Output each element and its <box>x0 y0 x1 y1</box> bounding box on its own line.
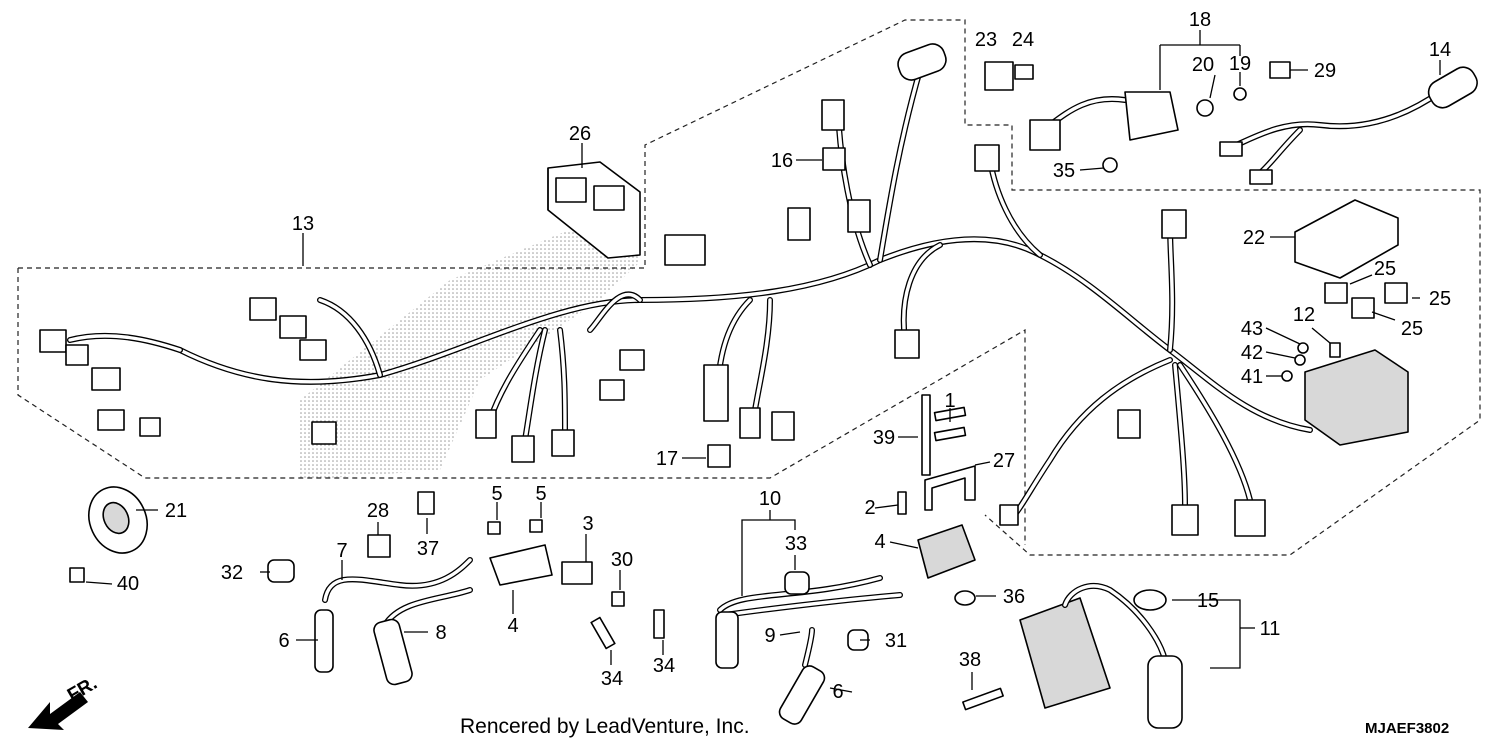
callout-3: 3 <box>582 513 593 535</box>
callout-21: 21 <box>165 500 187 522</box>
callout-20: 20 <box>1192 54 1214 76</box>
front-direction-arrow <box>28 692 88 730</box>
callout-38: 38 <box>959 649 981 671</box>
ignition-parts <box>267 491 903 725</box>
coil-bracket-parts <box>897 394 976 606</box>
callout-4-left: 4 <box>507 615 518 637</box>
callout-32: 32 <box>221 562 243 584</box>
callout-36: 36 <box>1003 586 1025 608</box>
callout-25-right: 25 <box>1429 288 1451 310</box>
callout-13: 13 <box>292 213 314 235</box>
callout-8: 8 <box>435 622 446 644</box>
callout-37: 37 <box>417 538 439 560</box>
callout-5-left: 5 <box>491 483 502 505</box>
callout-12: 12 <box>1293 304 1315 326</box>
callout-17: 17 <box>656 448 678 470</box>
callout-26: 26 <box>569 123 591 145</box>
callout-9: 9 <box>764 625 775 647</box>
callout-10: 10 <box>759 488 781 510</box>
callout-5-right: 5 <box>535 483 546 505</box>
callout-15: 15 <box>1197 590 1219 612</box>
callout-4-center: 4 <box>874 531 885 553</box>
callout-34-left: 34 <box>601 668 623 690</box>
ecu-part <box>547 161 641 259</box>
relay-18-assembly <box>984 61 1291 173</box>
group-boundaries <box>17 19 1481 556</box>
leader-lines <box>85 30 1441 693</box>
callout-27: 27 <box>993 450 1015 472</box>
callout-2: 2 <box>864 497 875 519</box>
render-credit: Rencered by LeadVenture, Inc. <box>460 715 750 738</box>
callout-31: 31 <box>885 630 907 652</box>
regulator-parts <box>962 583 1183 729</box>
main-harness <box>67 67 1313 523</box>
callout-22: 22 <box>1243 227 1265 249</box>
diagram-code: MJAEF3802 <box>1365 720 1449 737</box>
callout-6-left: 6 <box>278 630 289 652</box>
small-relays <box>707 147 846 468</box>
callout-7: 7 <box>336 540 347 562</box>
callout-29: 29 <box>1314 60 1336 82</box>
callout-14: 14 <box>1429 39 1451 61</box>
callout-23: 23 <box>975 29 997 51</box>
callout-34-right: 34 <box>653 655 675 677</box>
callout-24: 24 <box>1012 29 1034 51</box>
callout-25-top: 25 <box>1374 258 1396 280</box>
callout-labels: 1 2 3 4 4 5 5 6 6 7 8 9 10 11 12 13 14 1… <box>117 9 1451 703</box>
callout-39: 39 <box>873 427 895 449</box>
callout-43: 43 <box>1241 318 1263 340</box>
callout-1: 1 <box>944 390 955 412</box>
callout-11: 11 <box>1260 618 1281 640</box>
callout-19: 19 <box>1229 53 1251 75</box>
callout-18: 18 <box>1189 9 1211 31</box>
callout-35: 35 <box>1053 160 1075 182</box>
callout-16: 16 <box>771 150 793 172</box>
harness-connectors <box>39 99 1266 537</box>
horn-part <box>69 486 148 583</box>
callout-30: 30 <box>611 549 633 571</box>
callout-41: 41 <box>1241 366 1263 388</box>
callout-42: 42 <box>1241 342 1263 364</box>
callout-28: 28 <box>367 500 389 522</box>
callout-40: 40 <box>117 573 139 595</box>
canister-parts <box>897 43 1478 185</box>
callout-6-right: 6 <box>832 681 843 703</box>
callout-33: 33 <box>785 533 807 555</box>
stipple-region <box>300 200 640 480</box>
fuse-box-parts <box>1281 199 1409 446</box>
callout-25-bottom: 25 <box>1401 318 1423 340</box>
